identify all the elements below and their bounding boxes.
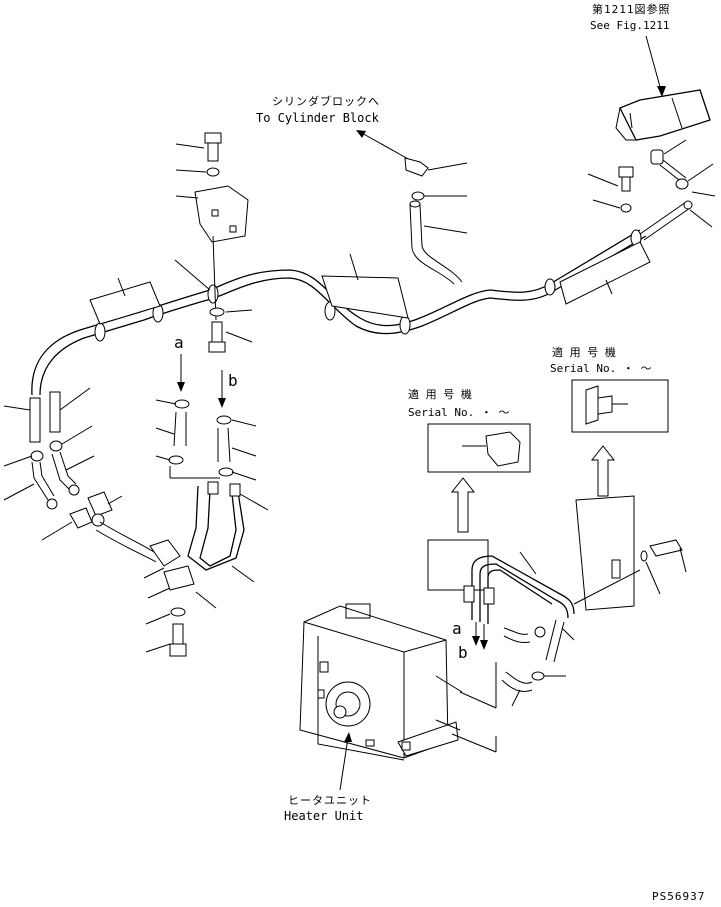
serial-box-right: 適 用 号 機 Serial No. ・ ～ <box>550 345 669 433</box>
serial-box-left: 適 用 号 機 Serial No. ・ ～ <box>408 387 531 473</box>
heater-unit <box>299 603 497 761</box>
ref-a-left: a <box>174 333 184 352</box>
bracket-assembly <box>175 132 253 353</box>
cylinder-fitting <box>404 157 468 285</box>
up-arrow-right <box>590 445 616 497</box>
ref-a-left-arrowhead <box>177 382 185 392</box>
serial-label-en-1: Serial No. ・ ～ <box>408 406 509 419</box>
leader-lines-top <box>117 253 613 297</box>
valve-fitting <box>650 139 716 197</box>
serial-label-en-2: Serial No. ・ ～ <box>550 362 651 375</box>
see-fig-arrow <box>645 35 663 95</box>
exhaust-elbow <box>615 89 711 141</box>
heater-arrowhead <box>344 732 352 742</box>
ref-a-right: a <box>452 619 462 638</box>
ref-a-right-arrowhead <box>472 636 480 646</box>
up-arrow-left <box>450 477 476 533</box>
serial-label-jp-2: 適 用 号 機 <box>552 345 616 359</box>
ref-b-right-arrowhead <box>480 640 488 650</box>
lower-left-fittings <box>41 481 269 609</box>
cylinder-label-jp: シリンダブロックへ <box>272 94 380 108</box>
hose-pair-center <box>155 399 257 481</box>
see-fig-label-jp: 第1211図参照 <box>592 2 671 16</box>
serial-label-jp-1: 適 用 号 機 <box>408 387 472 401</box>
ref-b-left-arrowhead <box>218 398 226 408</box>
lower-right-pipes <box>427 495 687 707</box>
heater-arrow <box>339 737 349 791</box>
heater-label-en: Heater Unit <box>284 809 363 823</box>
drawing-number: PS56937 <box>652 890 705 903</box>
see-fig-label-en: See Fig.1211 <box>590 19 669 32</box>
ref-b-right: b <box>458 643 468 662</box>
left-hoses <box>3 387 95 510</box>
see-fig-arrowhead <box>657 86 666 97</box>
cylinder-arrowhead <box>356 130 366 138</box>
cylinder-arrow <box>359 131 411 161</box>
bolt-right <box>587 166 634 213</box>
bolt-lower-left <box>145 607 187 657</box>
cylinder-label-en: To Cylinder Block <box>256 111 380 125</box>
ref-b-left: b <box>228 371 238 390</box>
heater-label-jp: ヒータユニット <box>288 794 372 807</box>
pipe-sleeves <box>89 241 651 325</box>
hose-right-top <box>639 200 713 241</box>
